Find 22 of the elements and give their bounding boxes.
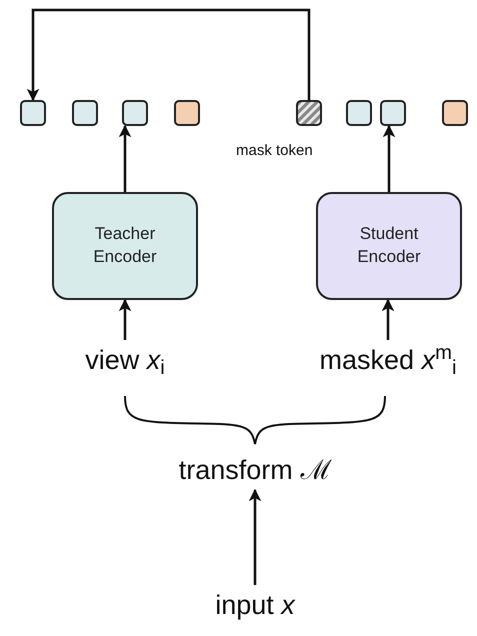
arrow [118, 124, 132, 192]
arrow [118, 298, 132, 340]
token-square [380, 100, 406, 126]
token-square [72, 100, 98, 126]
node-text: Student Encoder [356, 223, 422, 268]
encoder-box [316, 192, 462, 300]
token-square [442, 100, 468, 126]
arrow [26, 8, 310, 102]
node-text: view x$_{i}$ [85, 344, 165, 380]
token-square [20, 100, 46, 126]
node-text: input x [215, 588, 295, 622]
token-square [346, 100, 372, 126]
token-square [122, 100, 148, 126]
node-text: transform ℳ [178, 454, 332, 487]
arrow [382, 298, 394, 340]
encoder-box [52, 192, 198, 300]
arrow [382, 124, 396, 192]
arrow [248, 488, 262, 585]
annotation-label: mask token [236, 141, 313, 161]
token-square [174, 100, 200, 126]
mask-token-square [296, 100, 322, 126]
node-text: Teacher Encoder [92, 223, 158, 268]
